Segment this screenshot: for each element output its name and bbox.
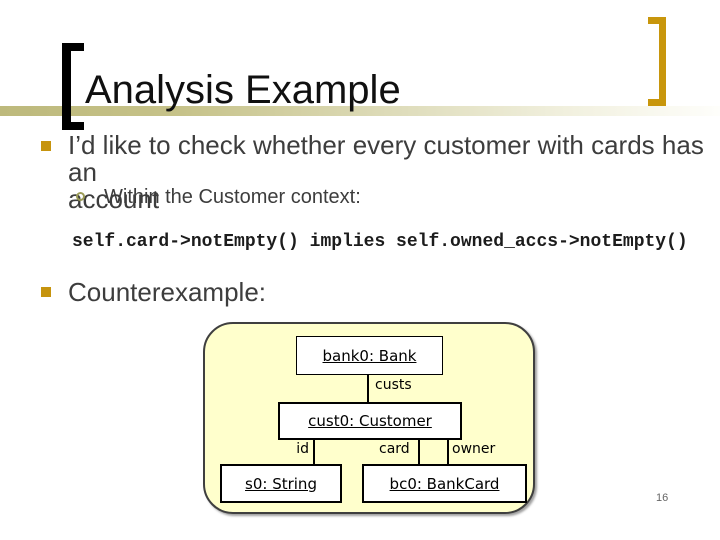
link-label-id: id [296, 441, 309, 457]
object-node-bc0: bc0: BankCard [362, 464, 527, 503]
object-node-bank0: bank0: Bank [296, 336, 443, 375]
ocl-invariant-code: self.card->notEmpty() implies self.owned… [72, 232, 688, 252]
object-label-bc0: bc0: BankCard [389, 474, 500, 493]
right-bracket-decoration [648, 17, 666, 106]
bullet-line-1: I’d like to check whether every customer… [68, 130, 704, 187]
bullet-square-icon [41, 141, 51, 151]
page-title: Analysis Example [85, 68, 401, 112]
link-card [418, 440, 420, 464]
object-label-s0: s0: String [245, 474, 317, 493]
object-label-bank0: bank0: Bank [322, 346, 417, 365]
object-diagram-panel: custs id card owner bank0: Bank cust0: C… [203, 322, 535, 514]
left-bracket-decoration [62, 43, 84, 130]
link-label-owner: owner [452, 441, 496, 457]
link-label-card: card [379, 441, 410, 457]
object-node-s0: s0: String [220, 464, 342, 503]
link-label-custs: custs [375, 377, 412, 393]
link-custs [367, 375, 369, 402]
object-node-cust0: cust0: Customer [278, 402, 462, 440]
object-label-cust0: cust0: Customer [308, 412, 432, 430]
link-owner [447, 440, 449, 464]
bullet-circle-icon [76, 192, 85, 201]
bullet-square-icon [41, 287, 51, 297]
title-underline-band [0, 106, 720, 116]
page-number: 16 [656, 492, 669, 504]
link-id [313, 440, 315, 464]
bullet-text-check-customers: I’d like to check whether every customer… [68, 132, 708, 213]
bullet-text-counterexample: Counterexample: [68, 277, 266, 307]
sub-bullet-context: Within the Customer context: [104, 186, 361, 208]
